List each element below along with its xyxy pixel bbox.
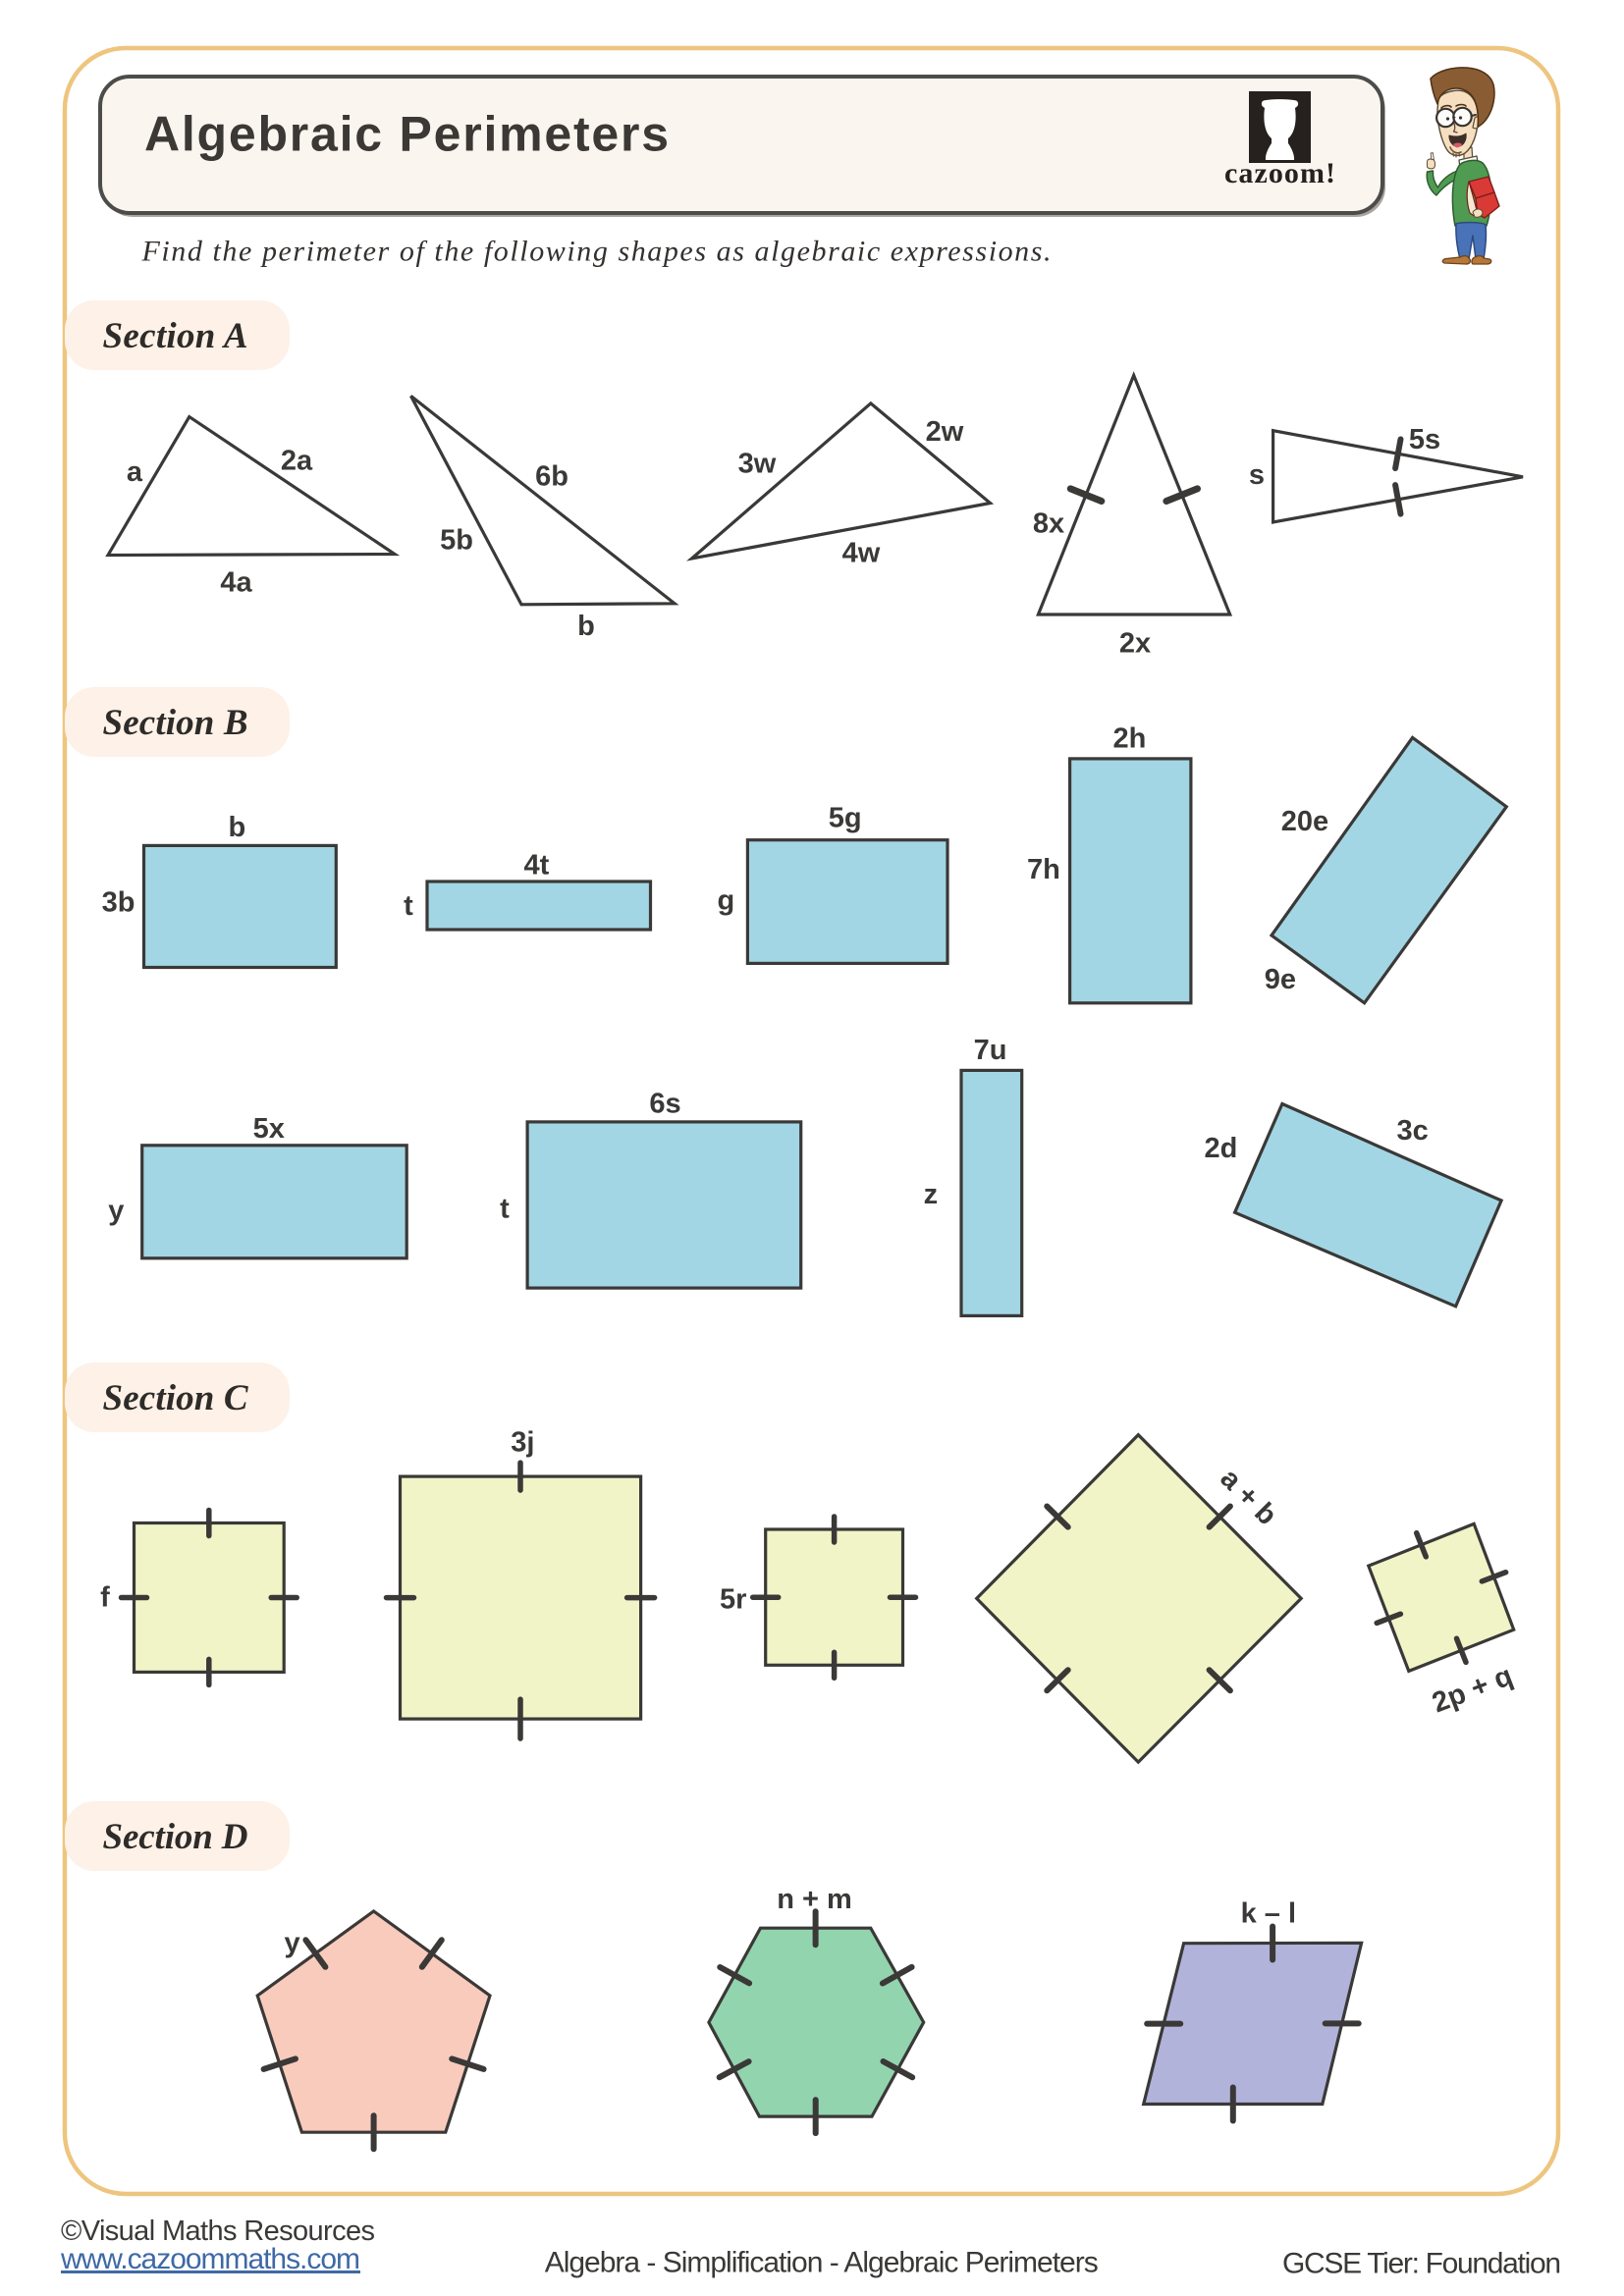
svg-text:3w: 3w (738, 449, 777, 480)
svg-text:20e: 20e (1281, 806, 1328, 837)
svg-text:3c: 3c (1396, 1115, 1428, 1147)
svg-text:2h: 2h (1112, 722, 1146, 754)
svg-text:8x: 8x (1033, 508, 1064, 540)
svg-text:3j: 3j (511, 1427, 534, 1459)
svg-text:y: y (285, 1928, 300, 1959)
svg-text:n + m: n + m (777, 1884, 852, 1915)
svg-text:4w: 4w (842, 538, 881, 569)
svg-text:5b: 5b (440, 525, 473, 557)
svg-text:©Visual Maths Resources: ©Visual Maths Resources (61, 2216, 375, 2247)
svg-text:5s: 5s (1409, 424, 1440, 455)
svg-text:t: t (404, 890, 413, 922)
svg-text:b: b (577, 611, 595, 642)
svg-text:4t: 4t (524, 850, 550, 881)
svg-text:y: y (108, 1196, 124, 1227)
svg-text:2d: 2d (1204, 1133, 1237, 1164)
svg-text:2w: 2w (926, 416, 964, 448)
svg-text:f: f (100, 1581, 110, 1613)
svg-text:g: g (717, 884, 734, 916)
svg-text:Algebra - Simplification - Alg: Algebra - Simplification - Algebraic Per… (545, 2247, 1099, 2279)
svg-text:5x: 5x (253, 1113, 285, 1145)
svg-text:9e: 9e (1265, 964, 1296, 995)
svg-text:5r: 5r (720, 1583, 746, 1615)
svg-text:2a: 2a (281, 446, 313, 477)
svg-text:Section B: Section B (103, 703, 248, 743)
svg-text:7h: 7h (1027, 854, 1060, 885)
svg-text:www.cazoommaths.com: www.cazoommaths.com (60, 2243, 360, 2275)
svg-text:Section D: Section D (103, 1817, 248, 1857)
svg-text:7u: 7u (974, 1035, 1007, 1066)
svg-text:GCSE Tier: Foundation: GCSE Tier: Foundation (1282, 2247, 1561, 2279)
svg-text:a: a (127, 456, 143, 488)
svg-text:Section C: Section C (103, 1378, 249, 1418)
svg-text:Section A: Section A (103, 316, 248, 356)
svg-text:Find the perimeter of the foll: Find the perimeter of the following shap… (141, 236, 1052, 268)
svg-text:2x: 2x (1119, 628, 1151, 660)
svg-text:Algebraic Perimeters: Algebraic Perimeters (144, 107, 670, 162)
svg-text:s: s (1249, 459, 1265, 491)
svg-text:3b: 3b (102, 887, 135, 919)
svg-text:6b: 6b (535, 461, 568, 493)
svg-text:cazoom!: cazoom! (1224, 157, 1335, 189)
svg-text:z: z (924, 1179, 939, 1210)
svg-text:k – l: k – l (1241, 1898, 1296, 1930)
svg-text:t: t (500, 1193, 510, 1224)
svg-text:5g: 5g (829, 803, 862, 834)
svg-text:b: b (228, 812, 245, 843)
svg-text:6s: 6s (649, 1089, 680, 1120)
svg-text:4a: 4a (220, 567, 252, 599)
